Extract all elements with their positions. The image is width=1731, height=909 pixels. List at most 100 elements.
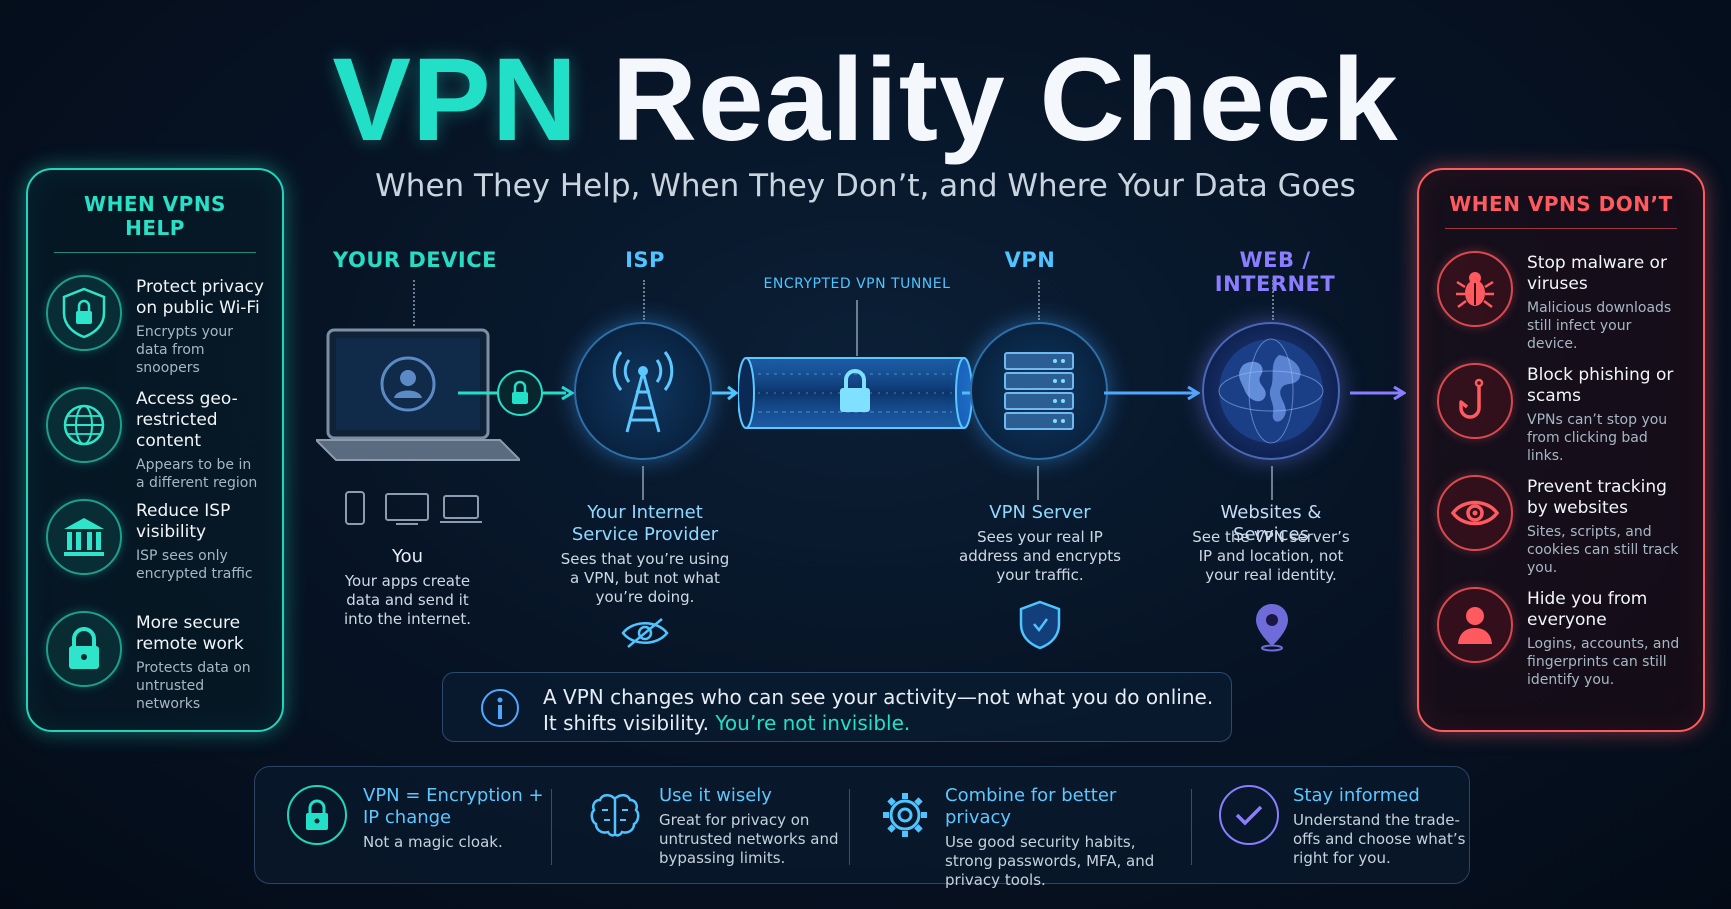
- tip-heading: VPN = Encryption + IP change: [363, 785, 544, 828]
- tip-desc: Understand the trade-offs and choose wha…: [1293, 811, 1466, 867]
- connector-line: [642, 466, 644, 500]
- help-item-heading: Protect privacy on public Wi-Fi: [136, 277, 264, 318]
- vpn-server-icon: [970, 322, 1108, 460]
- connector-line: [1271, 466, 1273, 500]
- isp-title: Your Internet Service Provider: [571, 502, 719, 545]
- help-panel-title: WHEN VPNS HELP: [54, 192, 256, 253]
- dont-item-heading: Prevent tracking by websites: [1527, 477, 1667, 518]
- info-line-1: A VPN changes who can see your activity—…: [543, 685, 1214, 709]
- isp-desc: Sees that you’re using a VPN, but not wh…: [560, 550, 730, 606]
- info-line-2-text: It shifts visibility.: [543, 711, 709, 735]
- tip-desc: Use good security habits, strong passwor…: [945, 833, 1155, 889]
- connector-line: [1037, 466, 1039, 500]
- tip-desc: Great for privacy on untrusted networks …: [659, 811, 839, 867]
- connector-dots: [643, 280, 645, 320]
- info-line-2: It shifts visibility. You’re not invisib…: [543, 711, 910, 735]
- web-title: Websites & Services: [1220, 502, 1322, 545]
- isp-tower-icon: [574, 322, 712, 460]
- fishhook-icon: [1437, 363, 1513, 439]
- info-callout: A VPN changes who can see your activity—…: [442, 672, 1232, 742]
- tip-separator: [849, 789, 850, 865]
- globe-icon: [46, 387, 122, 463]
- eye-icon: [1437, 475, 1513, 551]
- checkmark-icon: [1219, 785, 1279, 845]
- flow-arrow-isp-tunnel: [712, 381, 739, 405]
- title-reality-check: Reality Check: [611, 34, 1399, 166]
- help-item-desc: ISP sees only encrypted traffic: [136, 548, 253, 582]
- dont-item-heading: Stop malware or viruses: [1527, 253, 1667, 294]
- device-title: You: [391, 546, 424, 567]
- stage-label-isp: ISP: [625, 248, 665, 272]
- person-icon: [1437, 587, 1513, 663]
- laptop-icon: [313, 326, 523, 470]
- tunnel-label: ENCRYPTED VPN TUNNEL: [763, 276, 951, 292]
- help-item-heading: Access geo-restricted content: [136, 389, 238, 451]
- dont-item-heading: Hide you from everyone: [1527, 589, 1648, 630]
- help-item-desc: Encrypts your data from snoopers: [136, 324, 234, 376]
- stage-label-web: WEB / INTERNET: [1214, 248, 1336, 296]
- vpn-desc: Sees your real IP address and encrypts y…: [959, 528, 1121, 584]
- info-highlight: You’re not invisible.: [715, 711, 911, 735]
- bug-icon: [1437, 251, 1513, 327]
- connector-dots: [1038, 280, 1040, 320]
- tip-heading: Use it wisely: [659, 785, 772, 806]
- vpn-title: VPN Server: [989, 502, 1091, 523]
- connector-dots: [1272, 280, 1274, 320]
- stage-label-vpn: VPN: [1004, 248, 1056, 272]
- tip-separator: [551, 789, 552, 865]
- location-pin-icon: [1252, 602, 1292, 652]
- web-desc: See the VPN server’s IP and location, no…: [1192, 528, 1350, 584]
- help-item-heading: More secure remote work: [136, 613, 244, 654]
- encrypted-tunnel: [737, 352, 973, 434]
- tip-heading: Stay informed: [1293, 785, 1420, 806]
- flow-arrow-web-out: [1350, 381, 1407, 405]
- help-item-desc: Appears to be in a different region: [136, 457, 258, 491]
- help-item-heading: Reduce ISP visibility: [136, 501, 231, 542]
- bank-icon: [46, 499, 122, 575]
- when-vpns-help-panel: WHEN VPNS HELP Protect privacy on public…: [26, 168, 284, 732]
- internet-globe-icon: [1202, 322, 1340, 460]
- device-icons: [340, 490, 500, 526]
- info-icon: [481, 689, 519, 727]
- page-title: VPN Reality Check: [0, 30, 1731, 170]
- dont-item-desc: Sites, scripts, and cookies can still tr…: [1527, 524, 1679, 576]
- connector-line: [856, 300, 858, 356]
- page-subtitle: When They Help, When They Don’t, and Whe…: [375, 168, 1356, 204]
- flow-arrow-device-isp: [458, 368, 578, 418]
- device-desc: Your apps create data and send it into t…: [344, 572, 471, 628]
- padlock-icon: [46, 611, 122, 687]
- eye-slash-icon: [620, 616, 670, 650]
- dont-item-heading: Block phishing or scams: [1527, 365, 1674, 406]
- tip-separator: [1191, 789, 1192, 865]
- tip-desc: Not a magic cloak.: [363, 833, 503, 851]
- shield-lock-icon: [46, 275, 122, 351]
- brain-icon: [585, 785, 645, 845]
- gear-icon: [875, 785, 935, 845]
- dont-item-desc: Logins, accounts, and fingerprints can s…: [1527, 636, 1680, 688]
- flow-arrow-vpn-web: [1104, 381, 1201, 405]
- stage-label-device: YOUR DEVICE: [333, 248, 497, 272]
- dont-panel-title: WHEN VPNS DON’T: [1445, 192, 1677, 229]
- dont-item-desc: VPNs can’t stop you from clicking bad li…: [1527, 412, 1668, 464]
- padlock-icon: [287, 785, 347, 845]
- connector-dots: [413, 280, 415, 326]
- dont-item-desc: Malicious downloads still infect your de…: [1527, 300, 1672, 352]
- help-item-desc: Protects data on untrusted networks: [136, 660, 251, 712]
- title-vpn: VPN: [332, 34, 578, 166]
- tip-heading: Combine for better privacy: [945, 785, 1117, 828]
- shield-icon: [1018, 600, 1062, 650]
